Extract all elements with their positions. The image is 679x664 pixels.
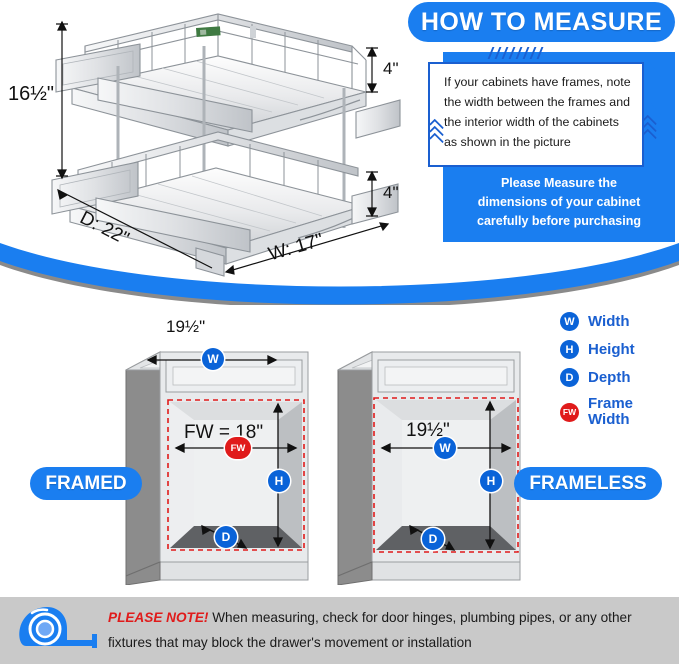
section-divider-swoosh xyxy=(0,243,679,305)
banner-title: HOW TO MEASURE xyxy=(420,7,663,36)
note-body: When measuring, check for door hinges, p… xyxy=(108,610,632,650)
pullout-basket-drawing xyxy=(51,13,401,277)
swoosh-shape xyxy=(0,243,679,305)
frameless-depth-badge: D xyxy=(422,528,444,550)
product-height-dim: 16½" xyxy=(8,83,55,105)
frameless-inner-width-label: 19½" xyxy=(406,420,450,441)
height-badge-icon: H xyxy=(560,340,579,359)
tape-measure-icon xyxy=(19,607,97,648)
framed-height-badge: H xyxy=(268,470,290,492)
chevron-up-icon-right xyxy=(642,114,657,144)
frameless-label: FRAMELESS xyxy=(529,472,647,494)
legend-item-width: W Width xyxy=(560,312,679,331)
framed-depth-badge: D xyxy=(215,526,237,548)
framed-frame-width-badge: FW xyxy=(225,437,251,459)
bottom-note-bar: PLEASE NOTE! When measuring, check for d… xyxy=(0,597,679,664)
framed-inner-width-label: FW = 18" xyxy=(184,422,264,443)
framed-outer-width-label: 19½" xyxy=(166,317,206,336)
panel-note: Please Measure the dimensions of your ca… xyxy=(443,174,675,231)
legend-label-height: Height xyxy=(588,340,635,358)
legend-label-frame-width: Frame Width xyxy=(588,395,634,428)
bottom-note-text: PLEASE NOTE! When measuring, check for d… xyxy=(108,605,674,655)
width-badge-icon: W xyxy=(560,312,579,331)
frame-width-badge-icon: FW xyxy=(560,402,579,422)
framed-label-pill: FRAMED xyxy=(30,467,142,500)
product-illustration: 16½" 4" 4" D: 22" W: 17" xyxy=(0,0,412,285)
legend-item-height: H Height xyxy=(560,340,679,359)
hatch-decoration xyxy=(487,47,550,59)
legend-label-depth: Depth xyxy=(588,368,631,386)
frameless-label-pill: FRAMELESS xyxy=(514,467,662,500)
product-tier-top-dim: 4" xyxy=(383,59,399,78)
depth-badge-icon: D xyxy=(560,368,579,387)
framed-label: FRAMED xyxy=(45,472,127,494)
legend-item-frame-width: FW Frame Width xyxy=(560,396,679,428)
frameless-width-badge: W xyxy=(434,437,456,459)
frameless-cabinet-svg xyxy=(337,351,521,586)
legend-item-depth: D Depth xyxy=(560,368,679,387)
frameless-height-badge: H xyxy=(480,470,502,492)
panel-note-line1: Please Measure the xyxy=(500,176,618,190)
legend: W Width H Height D Depth FW Frame Width xyxy=(560,312,679,437)
framed-width-badge: W xyxy=(202,348,224,370)
frameless-cabinet-diagram: 19½" W H D xyxy=(330,330,545,586)
panel-note-line3: carefully before purchasing xyxy=(477,214,641,228)
how-to-measure-banner: HOW TO MEASURE xyxy=(408,2,675,42)
legend-label-width: Width xyxy=(588,312,630,330)
instruction-box: If your cabinets have frames, note the w… xyxy=(428,62,644,167)
note-highlight: PLEASE NOTE! xyxy=(108,610,209,625)
framed-cabinet-diagram: 19½" W FW = 18" FW H D xyxy=(118,317,333,586)
panel-note-line2: dimensions of your cabinet xyxy=(477,195,641,209)
instruction-text: If your cabinets have frames, note the w… xyxy=(444,75,631,149)
chevron-up-icon-left xyxy=(429,118,444,148)
product-tier-bottom-dim: 4" xyxy=(383,183,399,202)
